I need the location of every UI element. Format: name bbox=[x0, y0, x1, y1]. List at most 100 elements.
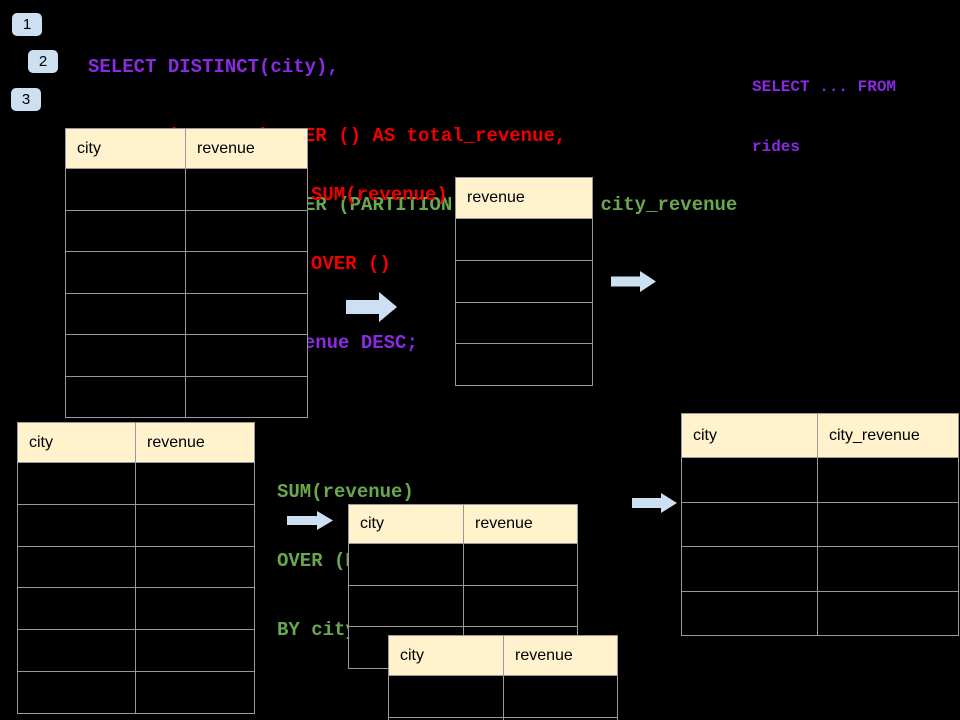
step-badge-2: 2 bbox=[28, 50, 58, 73]
table-cell-empty bbox=[185, 334, 308, 377]
step-badge-2-label: 2 bbox=[38, 53, 48, 70]
table-cell-empty bbox=[348, 584, 464, 628]
table-cell-empty bbox=[17, 462, 136, 505]
table-row bbox=[348, 584, 578, 628]
table-cell-empty bbox=[463, 543, 578, 586]
column-header-city-revenue: city_revenue bbox=[817, 413, 959, 458]
table-cell-empty bbox=[17, 545, 136, 589]
annotation-total-revenue: SUM(revenue) OVER () bbox=[311, 138, 448, 322]
table-cell-empty bbox=[185, 292, 308, 335]
table-row bbox=[455, 343, 593, 386]
table-row bbox=[348, 543, 578, 586]
table-row bbox=[681, 501, 959, 547]
table-cell-empty bbox=[65, 251, 186, 294]
table-header-row: city revenue bbox=[65, 128, 308, 169]
table-row bbox=[17, 545, 255, 589]
table-row bbox=[17, 503, 255, 547]
table-row bbox=[65, 168, 308, 211]
table-row bbox=[681, 546, 959, 592]
column-header-city: city bbox=[388, 635, 504, 676]
arrow-right-total-icon bbox=[346, 292, 397, 322]
table-cell-empty bbox=[17, 587, 136, 631]
table-cell-empty bbox=[17, 670, 136, 714]
table-row bbox=[455, 259, 593, 303]
table-cell-empty bbox=[681, 501, 818, 547]
table-row bbox=[681, 457, 959, 503]
table-cell-empty bbox=[681, 457, 818, 503]
table-header-row: city city_revenue bbox=[681, 413, 959, 458]
table-cell-empty bbox=[135, 462, 255, 505]
table-cell-empty bbox=[455, 343, 593, 386]
table-cell-empty bbox=[135, 587, 255, 631]
table-header-row: revenue bbox=[455, 177, 593, 219]
table-row bbox=[65, 375, 308, 418]
annotation-total-revenue-line-2: OVER () bbox=[311, 253, 391, 275]
table-cell-empty bbox=[817, 546, 959, 592]
table-cell-empty bbox=[135, 545, 255, 589]
column-header-revenue: revenue bbox=[185, 128, 308, 169]
table-city-revenue-result: city city_revenue bbox=[681, 413, 959, 636]
table-cell-empty bbox=[17, 503, 136, 547]
table-partition-front: city revenue bbox=[388, 635, 618, 720]
table-row bbox=[455, 301, 593, 345]
side-note-line-1: SELECT ... FROM bbox=[752, 78, 897, 96]
table-row bbox=[388, 675, 618, 718]
table-row bbox=[17, 629, 255, 672]
table-cell-empty bbox=[65, 292, 186, 335]
arrow-right-after-total-icon bbox=[611, 271, 656, 292]
table-cell-empty bbox=[388, 675, 504, 718]
table-cell-empty bbox=[817, 590, 959, 636]
step-badge-3: 3 bbox=[11, 88, 41, 111]
table-row bbox=[65, 251, 308, 294]
table-row bbox=[17, 462, 255, 505]
table-header-row: city revenue bbox=[348, 504, 578, 544]
annotation-total-revenue-line-1: SUM(revenue) bbox=[311, 184, 448, 206]
table-cell-empty bbox=[185, 375, 308, 418]
table-row bbox=[17, 670, 255, 714]
table-row bbox=[65, 334, 308, 377]
table-cell-empty bbox=[65, 168, 186, 211]
table-cell-empty bbox=[455, 259, 593, 303]
column-header-city: city bbox=[681, 413, 818, 458]
table-row bbox=[17, 587, 255, 631]
step-badge-1-label: 1 bbox=[22, 16, 32, 33]
table-cell-empty bbox=[185, 209, 308, 252]
table-cell-empty bbox=[681, 546, 818, 592]
table-row bbox=[65, 209, 308, 252]
sql-line-select: SELECT DISTINCT(city), bbox=[88, 56, 339, 78]
arrow-right-result-icon bbox=[632, 493, 677, 513]
column-header-revenue: revenue bbox=[503, 635, 618, 676]
table-cell-empty bbox=[348, 543, 464, 586]
table-cell-empty bbox=[17, 629, 136, 672]
table-cell-empty bbox=[135, 629, 255, 672]
table-cell-empty bbox=[185, 251, 308, 294]
table-total-result: revenue bbox=[455, 177, 593, 386]
table-cell-empty bbox=[65, 375, 186, 418]
column-header-revenue: revenue bbox=[135, 422, 255, 463]
table-cell-empty bbox=[65, 334, 186, 377]
table-cell-empty bbox=[503, 675, 618, 718]
column-header-revenue: revenue bbox=[463, 504, 578, 544]
column-header-revenue: revenue bbox=[455, 177, 593, 219]
table-cell-empty bbox=[681, 590, 818, 636]
column-header-city: city bbox=[17, 422, 136, 463]
arrow-right-partition-icon bbox=[287, 511, 333, 530]
table-cell-empty bbox=[817, 501, 959, 547]
table-rides-top: city revenue bbox=[65, 128, 308, 418]
side-note-line-2: rides bbox=[752, 138, 801, 156]
table-cell-empty bbox=[455, 218, 593, 261]
table-cell-empty bbox=[135, 670, 255, 714]
annotation-partition-line-1: SUM(revenue) bbox=[277, 481, 414, 503]
table-row bbox=[681, 590, 959, 636]
column-header-city: city bbox=[348, 504, 464, 544]
table-cell-empty bbox=[185, 168, 308, 211]
table-header-row: city revenue bbox=[17, 422, 255, 463]
table-header-row: city revenue bbox=[388, 635, 618, 676]
step-badge-3-label: 3 bbox=[21, 91, 31, 108]
table-cell-empty bbox=[135, 503, 255, 547]
table-cell-empty bbox=[65, 209, 186, 252]
side-note: SELECT ... FROM rides bbox=[752, 37, 896, 197]
step-badge-1: 1 bbox=[12, 13, 42, 36]
table-rides-bottom: city revenue bbox=[17, 422, 255, 714]
